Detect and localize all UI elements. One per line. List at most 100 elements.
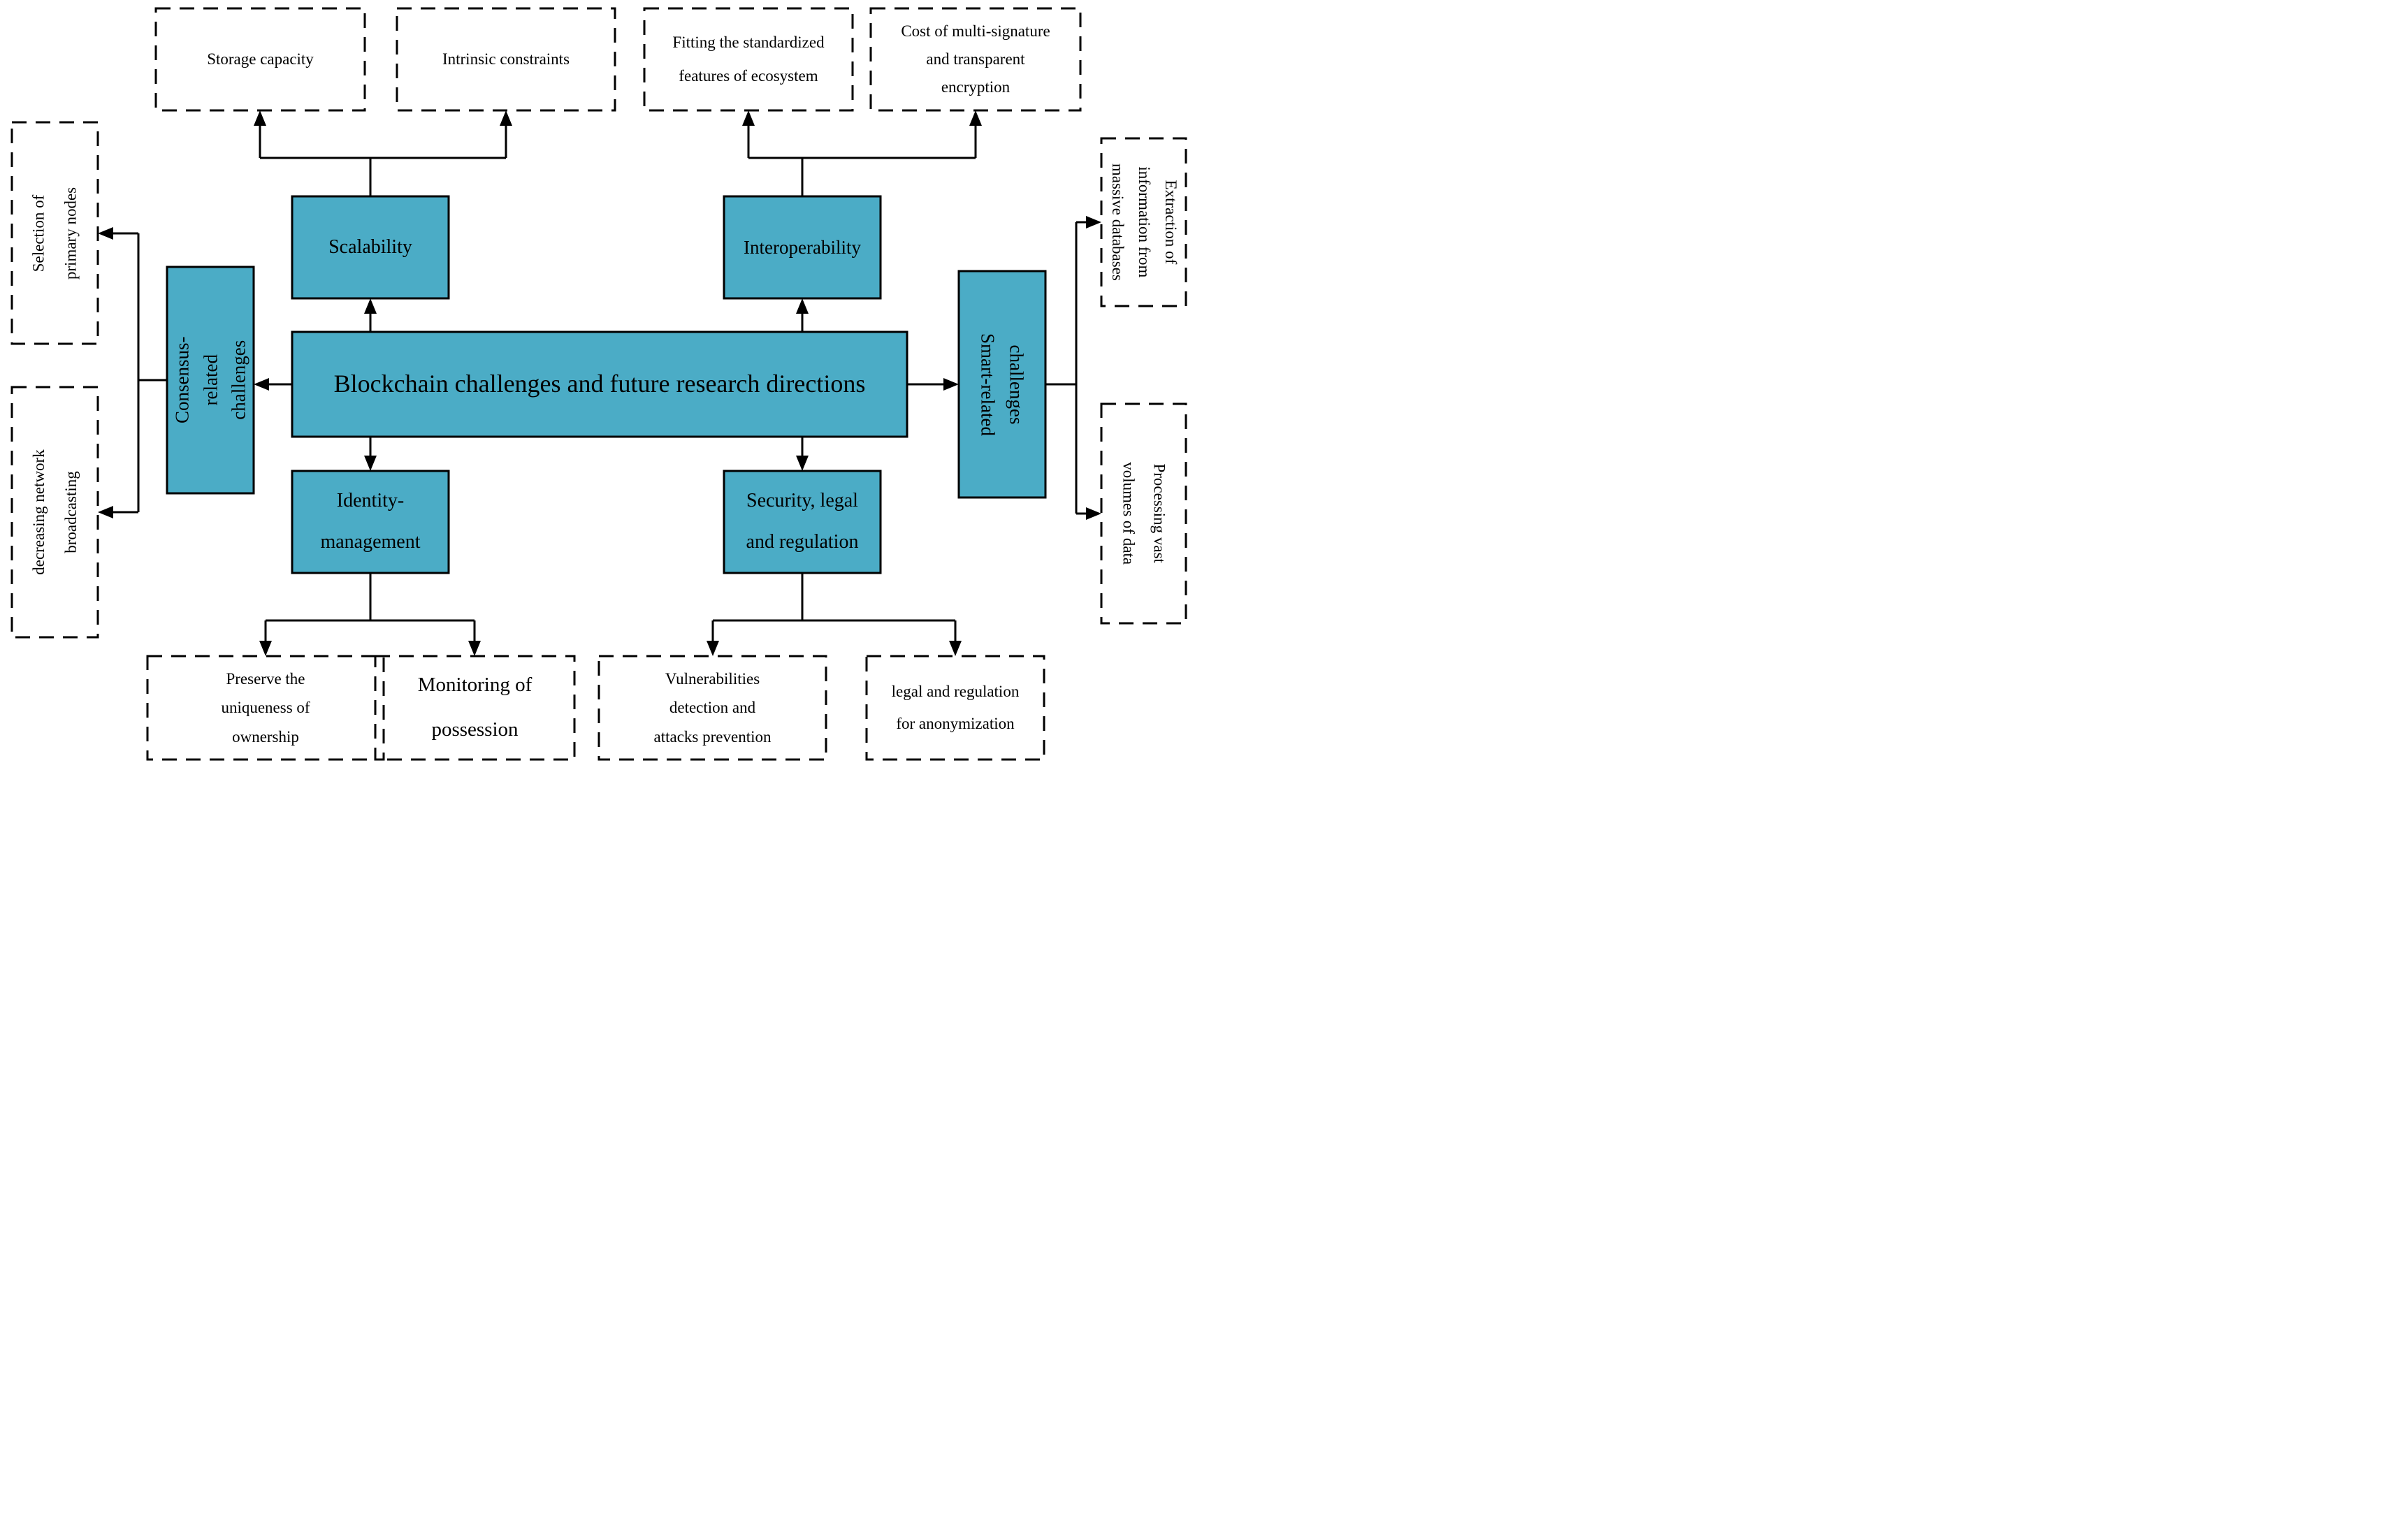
arrow-up-icon — [796, 298, 809, 314]
identity-box — [291, 470, 450, 574]
interoperability-label: Interoperability — [724, 196, 881, 298]
connector-line — [747, 126, 977, 196]
arrow-up-icon — [500, 110, 512, 126]
preserve-label: Preserve the uniqueness of ownership — [147, 656, 384, 760]
arrow-down-icon — [259, 641, 272, 656]
connector-smart-to-right-boxes — [1045, 216, 1101, 520]
interoperability-box — [723, 195, 882, 300]
arrow-up-icon — [969, 110, 982, 126]
connector-line — [259, 126, 507, 196]
arrow-down-icon — [468, 641, 481, 656]
connector-line — [369, 314, 804, 456]
legal-label: legal and regulation for anonymization — [867, 656, 1044, 760]
preserve-label-line: Preserve the — [226, 669, 305, 688]
fitting-label-line: features of ecosystem — [679, 67, 818, 85]
arrow-right-icon — [1086, 216, 1101, 228]
legal-label-line: legal and regulation — [891, 683, 1020, 700]
connector-scalability-to-top-boxes — [254, 110, 512, 196]
selection-label: Selection of primary nodes — [12, 122, 98, 344]
vulnerabilities-label-line: detection and — [669, 699, 756, 717]
cost-label-line: encryption — [941, 78, 1011, 96]
decreasing-label-line: broadcasting — [61, 471, 80, 553]
smart-label: Smart-related challenges — [959, 271, 1045, 497]
extraction-box-outline — [1100, 137, 1187, 307]
smart-label-line: Smart-related — [978, 333, 999, 436]
consensus-label-rotated: Consensus- related challenges — [168, 267, 253, 493]
arrow-up-icon — [254, 110, 266, 126]
connector-consensus-to-left-boxes — [98, 227, 167, 518]
diagram-shape-layer — [10, 7, 1187, 761]
extraction-label-line: massive databases — [1108, 164, 1127, 281]
connector-line — [711, 573, 957, 641]
selection-label-line: primary nodes — [61, 187, 80, 279]
connector-security-to-bottom-boxes — [707, 573, 962, 656]
processing-label-rotated: Processing vast volumes of data — [1113, 404, 1174, 623]
vulnerabilities-label-line: attacks prevention — [653, 727, 772, 746]
arrow-left-icon — [98, 227, 113, 240]
arrow-right-icon — [943, 378, 959, 391]
scalability-label: Scalability — [292, 196, 449, 298]
decreasing-label-line: decreasing network — [29, 449, 48, 575]
processing-box-outline — [1100, 402, 1187, 625]
connector-line — [264, 573, 476, 641]
consensus-label-line: related — [199, 354, 221, 406]
security-label-line: and regulation — [746, 531, 859, 553]
connector-interoperability-to-top-boxes — [742, 110, 982, 196]
decreasing-label: decreasing network broadcasting — [12, 387, 98, 637]
identity-label: Identity- management — [292, 471, 449, 573]
connector-central-vertical — [364, 298, 809, 471]
processing-label: Processing vast volumes of data — [1101, 404, 1186, 623]
preserve-label-line: uniqueness of — [221, 699, 310, 717]
identity-label-line: management — [320, 531, 421, 553]
central-box — [291, 330, 908, 438]
vulnerabilities-label: Vulnerabilities detection and attacks pr… — [599, 656, 826, 760]
extraction-label-line: Extraction of — [1161, 180, 1180, 265]
extraction-label-line: information from — [1135, 166, 1153, 278]
smart-label-rotated: Smart-related challenges — [974, 271, 1031, 497]
fitting-label: Fitting the standardized features of eco… — [644, 8, 853, 110]
storage-label-line: Storage capacity — [207, 50, 314, 68]
cost-label: Cost of multi-signature and transparent … — [871, 8, 1080, 110]
connector-central-to-consensus — [254, 378, 292, 391]
cost-label-line: and transparent — [926, 50, 1025, 68]
intrinsic-label-line: Intrinsic constraints — [442, 50, 570, 68]
arrow-up-icon — [364, 298, 377, 314]
extraction-label-rotated: Extraction of information from massive d… — [1104, 138, 1184, 306]
security-label-line: Security, legal — [746, 490, 858, 512]
arrow-down-icon — [796, 456, 809, 471]
selection-label-rotated: Selection of primary nodes — [23, 122, 87, 344]
storage-label: Storage capacity — [156, 8, 365, 110]
decreasing-label-rotated: decreasing network broadcasting — [23, 387, 87, 637]
storage-box-outline — [154, 7, 366, 112]
preserve-box-outline — [146, 655, 385, 761]
arrow-left-icon — [254, 378, 269, 391]
monitoring-label: Monitoring of possession — [375, 656, 574, 760]
smart-label-line: challenges — [1006, 344, 1027, 424]
processing-label-line: Processing vast — [1150, 463, 1168, 564]
arrow-right-icon — [1086, 507, 1101, 520]
arrow-down-icon — [949, 641, 962, 656]
monitoring-label-line: Monitoring of — [417, 674, 533, 697]
arrow-up-icon — [742, 110, 755, 126]
vulnerabilities-label-line: Vulnerabilities — [665, 669, 760, 688]
diagram: Storage capacity Intrinsic constraints F… — [0, 0, 1198, 770]
selection-label-line: Selection of — [29, 194, 48, 272]
arrow-left-icon — [98, 506, 113, 518]
arrow-down-icon — [364, 456, 377, 471]
connector-line — [113, 232, 167, 514]
extraction-label: Extraction of information from massive d… — [1101, 138, 1186, 306]
preserve-label-line: ownership — [232, 727, 299, 746]
legal-box-outline — [865, 655, 1045, 761]
selection-box-outline — [10, 121, 99, 345]
connector-central-to-smart — [907, 378, 959, 391]
connector-line — [1045, 221, 1086, 515]
central-label-line: Blockchain challenges and future researc… — [333, 370, 866, 398]
processing-label-line: volumes of data — [1120, 462, 1138, 565]
consensus-label: Consensus- related challenges — [167, 267, 254, 493]
arrow-down-icon — [707, 641, 719, 656]
fitting-label-line: Fitting the standardized — [672, 33, 825, 51]
consensus-label-line: challenges — [228, 340, 249, 420]
central-label: Blockchain challenges and future researc… — [292, 332, 907, 437]
security-label: Security, legal and regulation — [724, 471, 881, 573]
scalability-label-line: Scalability — [328, 236, 412, 259]
